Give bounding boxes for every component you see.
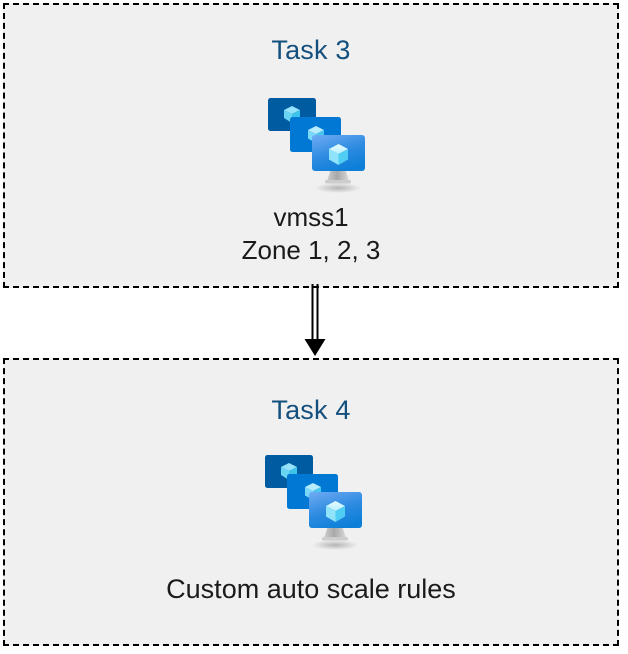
azure-virtual-machine-scale-set-icon (264, 93, 374, 193)
task4-title: Task 4 (271, 395, 351, 425)
task-box-task4[interactable]: Task 4 (3, 358, 619, 646)
task3-title: Task 3 (271, 35, 351, 65)
task-box-task3[interactable]: Task 3 (3, 3, 619, 288)
task3-caption: vmss1 Zone 1, 2, 3 (241, 202, 381, 265)
azure-virtual-machine-scale-set-icon (261, 450, 371, 550)
connector-arrow-task3-to-task4 (296, 284, 334, 360)
task4-caption: Custom auto scale rules (166, 574, 456, 604)
